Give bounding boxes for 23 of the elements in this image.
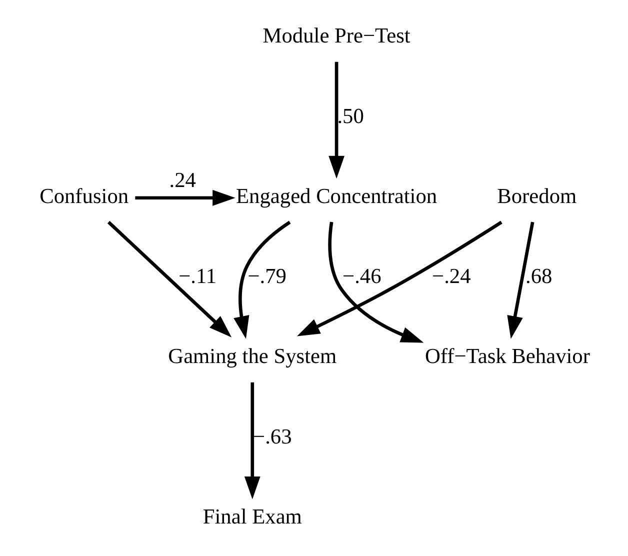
node-text: Engaged Concentration	[236, 184, 437, 208]
edge-label: −.24	[432, 264, 470, 288]
arrow	[506, 222, 534, 339]
edge-label: .24	[168, 168, 196, 192]
arrow	[328, 222, 424, 343]
edge-label: .68	[525, 264, 552, 288]
arrow	[328, 62, 344, 179]
node-text: Confusion	[39, 184, 128, 208]
edge-label: −.63	[252, 424, 292, 448]
arrow	[134, 190, 235, 206]
node-text: Module Pre−Test	[262, 24, 410, 48]
node-text: Gaming the System	[168, 344, 336, 368]
arrow	[244, 382, 260, 500]
arrow	[106, 220, 232, 338]
node-text: Final Exam	[202, 504, 302, 528]
edge-label: .50	[336, 104, 364, 128]
edge-label: −.11	[178, 264, 216, 288]
node-text: Boredom	[496, 184, 576, 208]
arrow	[296, 220, 502, 336]
edge-label: −.79	[247, 264, 286, 288]
arrow	[233, 220, 290, 339]
node-text: Off−Task Behavior	[424, 344, 590, 368]
edge-label: −.46	[342, 264, 381, 288]
